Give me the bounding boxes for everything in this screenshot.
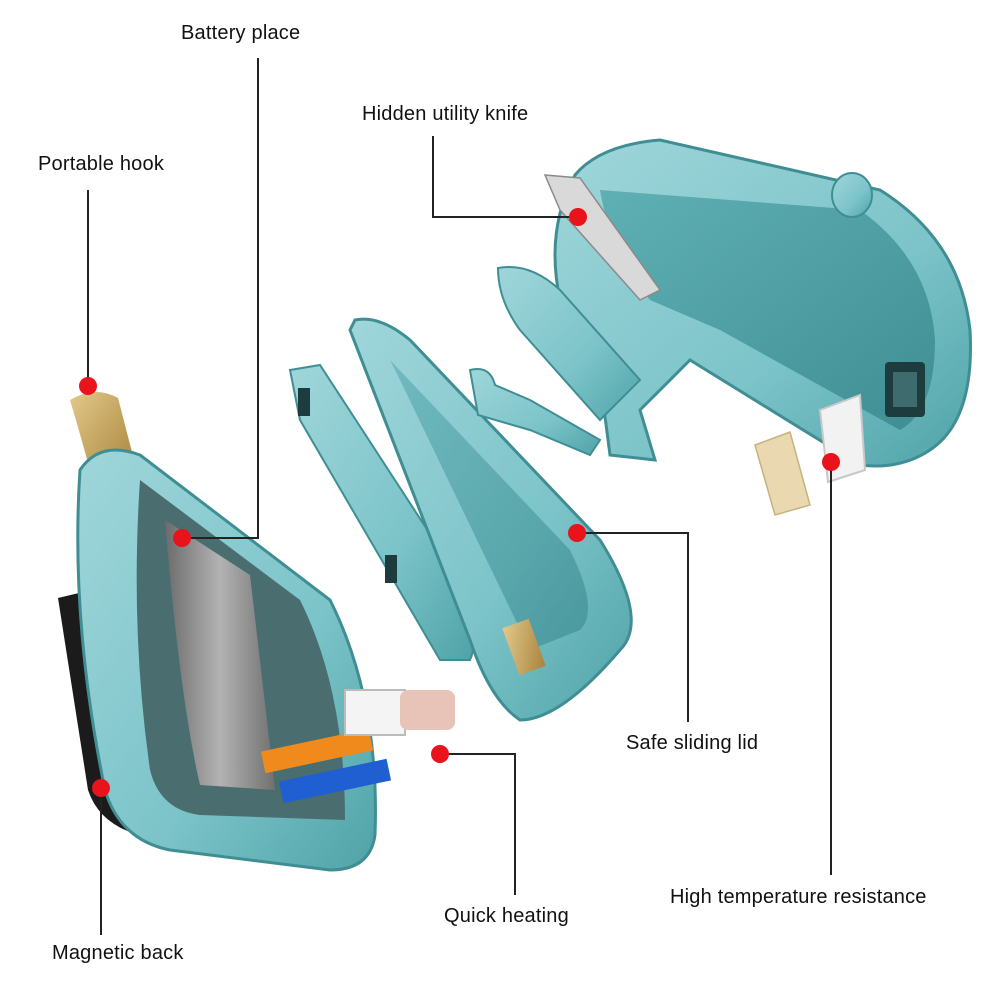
housing-knob: [831, 172, 873, 218]
marker-quick-heating: [431, 745, 449, 763]
leader-safe-sliding-lid: [577, 532, 689, 722]
sliding-lid-gold-tab: [502, 618, 546, 676]
marker-magnetic-back: [92, 779, 110, 797]
label-battery-place: Battery place: [181, 22, 301, 44]
housing-port-inner: [893, 372, 917, 407]
label-hidden-utility-knife: Hidden utility knife: [362, 103, 529, 125]
lever-part: [468, 368, 602, 457]
label-magnetic-back: Magnetic back: [52, 942, 184, 964]
heat-resistant-strip: [754, 431, 811, 516]
housing-side-panel: [496, 266, 642, 422]
leader-battery-place: [182, 58, 259, 539]
leader-quick-heating: [440, 753, 516, 895]
label-high-temperature-resistance: High temperature resistance: [670, 886, 927, 908]
label-portable-hook: Portable hook: [38, 153, 165, 175]
red-markers: [79, 208, 840, 797]
leader-hidden-utility-knife: [432, 136, 578, 218]
marker-safe-sliding-lid: [568, 524, 586, 542]
leader-lines: [87, 58, 832, 935]
heating-coil-blue: [278, 758, 392, 804]
label-quick-heating: Quick heating: [444, 905, 569, 927]
heating-element: [400, 690, 455, 730]
heating-coil-orange: [260, 728, 374, 774]
sliding-lid-part: [348, 317, 633, 722]
clip-slot-2: [385, 555, 397, 583]
label-safe-sliding-lid: Safe sliding lid: [626, 732, 759, 754]
top-housing-part: [496, 138, 972, 468]
marker-portable-hook: [79, 377, 97, 395]
heating-block: [344, 689, 406, 736]
top-housing-cavity: [600, 190, 935, 430]
marker-high-temperature: [822, 453, 840, 471]
clip-slot-1: [298, 388, 310, 416]
lever-shape: [468, 368, 602, 457]
marker-hidden-utility-knife: [569, 208, 587, 226]
marker-battery-place: [173, 529, 191, 547]
sliding-lid-inner: [390, 360, 588, 650]
battery-shape: [165, 520, 275, 790]
main-body-part: [58, 391, 455, 872]
utility-knife-blade: [543, 174, 662, 301]
